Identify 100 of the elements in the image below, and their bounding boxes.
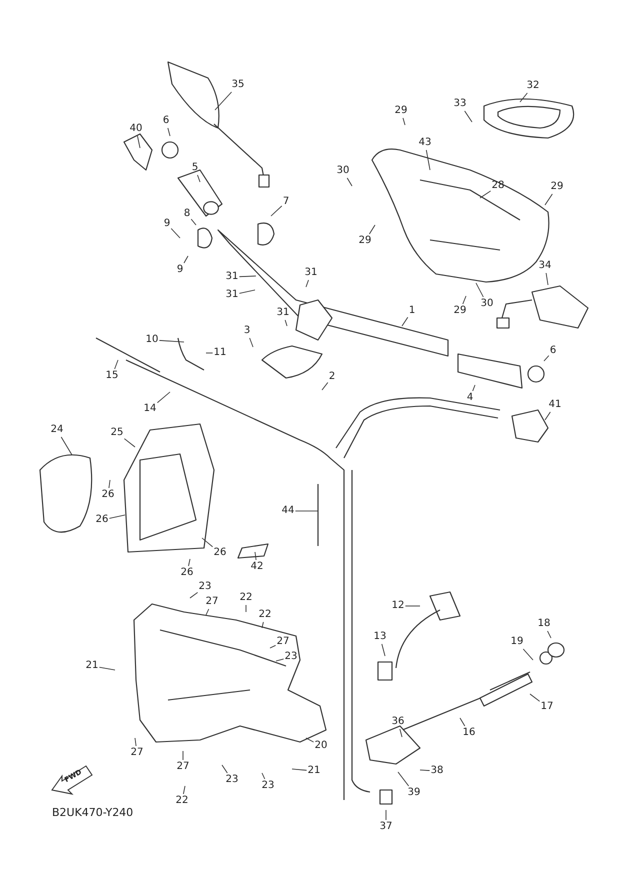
callout-number: 22 <box>176 795 188 807</box>
callout-number: 9 <box>176 264 184 276</box>
leader-line <box>472 384 476 392</box>
callout-number: 29 <box>394 105 408 117</box>
leader-line <box>460 718 466 726</box>
callout-number: 21 <box>86 660 98 672</box>
callout-number: 18 <box>538 618 550 630</box>
callout-number: 35 <box>232 79 244 91</box>
leader-line <box>399 728 402 738</box>
callout-number: 23 <box>262 780 274 792</box>
callout-number: 34 <box>538 260 552 272</box>
callout-number: 11 <box>214 347 226 359</box>
callout-number: 26 <box>102 489 114 501</box>
leader-line <box>254 552 256 560</box>
leader-line <box>156 392 170 404</box>
leader-line <box>402 316 408 326</box>
leader-line <box>158 340 184 342</box>
callout-number: 26 <box>180 567 194 579</box>
callout-number: 41 <box>548 399 562 411</box>
leader-line <box>346 178 352 186</box>
leader-line <box>544 194 553 206</box>
leader-line <box>170 228 180 238</box>
leader-line <box>249 338 254 348</box>
leader-line <box>276 658 284 662</box>
callout-number: 31 <box>226 271 238 283</box>
leader-line <box>108 480 110 488</box>
callout-number: 14 <box>144 403 156 415</box>
leader-line <box>197 174 200 182</box>
leader-line <box>60 436 72 456</box>
callout-number: 25 <box>110 427 124 439</box>
callout-number: 10 <box>146 334 158 346</box>
leader-line <box>270 645 276 648</box>
callout-number: 27 <box>130 747 144 759</box>
callout-number: 29 <box>550 181 564 193</box>
leader-line <box>190 592 198 598</box>
leader-line <box>182 750 184 760</box>
leader-line <box>238 276 256 278</box>
callout-number: 24 <box>50 424 64 436</box>
callout-number: 39 <box>408 787 420 799</box>
callout-number: 27 <box>206 596 218 608</box>
leader-line <box>322 382 328 390</box>
leader-line <box>134 738 136 746</box>
leader-line <box>462 296 466 304</box>
callout-number: 32 <box>526 80 540 92</box>
leader-line <box>464 110 472 122</box>
leader-line <box>522 648 534 660</box>
callout-number: 31 <box>226 289 238 301</box>
callout-number: 44 <box>282 505 294 517</box>
callout-number: 33 <box>454 98 466 110</box>
callout-number: 4 <box>466 392 474 404</box>
leader-line <box>188 558 190 566</box>
callout-number: 36 <box>392 716 404 728</box>
leader-line <box>292 768 308 771</box>
callout-number: 40 <box>130 123 142 135</box>
leader-line <box>480 190 492 198</box>
leader-line <box>167 128 170 136</box>
leader-line <box>546 272 548 286</box>
callout-number: 7 <box>282 196 290 208</box>
leader-line <box>238 290 256 294</box>
callout-number: 15 <box>106 370 118 382</box>
leader-line <box>262 772 266 780</box>
callout-number: 3 <box>244 325 250 337</box>
callout-number: 29 <box>358 235 372 247</box>
leader-line <box>426 150 430 170</box>
callout-number: 17 <box>540 701 554 713</box>
callout-number: 30 <box>480 298 494 310</box>
leader-line <box>222 764 228 774</box>
leader-line <box>114 360 118 370</box>
leader-line <box>544 355 550 362</box>
callout-number: 43 <box>418 137 432 149</box>
callout-number: 9 <box>164 218 170 230</box>
leader-line <box>398 772 410 786</box>
leader-line <box>368 224 376 234</box>
callout-number: 20 <box>314 740 328 752</box>
leader-line <box>420 770 430 771</box>
callout-number: 6 <box>550 345 556 357</box>
callout-number: 21 <box>308 765 320 777</box>
leader-line <box>124 438 136 448</box>
callout-number: 22 <box>240 592 252 604</box>
callout-number: 27 <box>176 761 190 773</box>
leader-line <box>306 280 309 288</box>
callout-number: 26 <box>214 547 226 559</box>
leader-line <box>183 786 186 794</box>
leader-line <box>294 510 318 512</box>
callout-number: 27 <box>276 636 290 648</box>
callout-number: 37 <box>380 821 392 833</box>
callout-number: 30 <box>336 165 350 177</box>
callout-number: 16 <box>462 727 476 739</box>
callout-number: 8 <box>184 208 190 220</box>
leader-line <box>184 256 188 264</box>
leader-line <box>214 92 232 110</box>
leader-line <box>520 92 528 102</box>
callout-number: 38 <box>430 765 444 777</box>
leader-line <box>284 320 288 326</box>
leader-line <box>544 412 551 420</box>
leader-line <box>402 118 406 126</box>
callout-number: 2 <box>328 371 336 383</box>
diagram-code: B2UK470-Y240 <box>52 806 134 819</box>
leader-line <box>262 622 264 628</box>
leader-line <box>206 352 214 354</box>
